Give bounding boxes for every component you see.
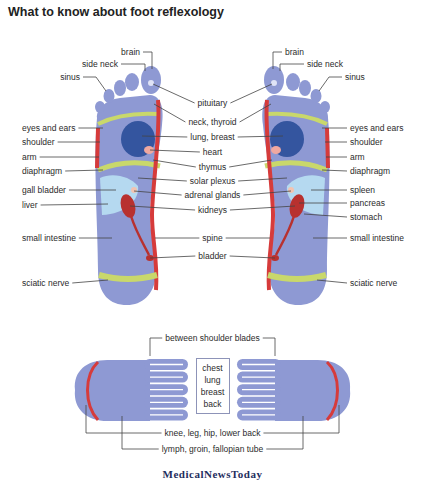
part-label: liver xyxy=(22,200,38,210)
part-label: small intestine xyxy=(22,233,76,243)
leader-line xyxy=(150,256,195,258)
part-label: sciatic nerve xyxy=(350,278,397,288)
leader-line xyxy=(325,142,347,143)
left-foot-top xyxy=(75,359,188,421)
leader-line xyxy=(79,238,112,239)
leader-line xyxy=(230,84,272,103)
part-label: shoulder xyxy=(350,137,383,147)
leader-line xyxy=(143,52,152,69)
part-label: arm xyxy=(22,152,37,162)
leader-line xyxy=(150,150,200,152)
part-label: sinus xyxy=(345,72,365,82)
leader-line xyxy=(326,157,347,158)
part-label: lung, breast xyxy=(190,132,234,142)
leader-line xyxy=(150,338,162,356)
part-label: eyes and ears xyxy=(22,123,75,133)
title: What to know about foot reflexology xyxy=(8,5,224,19)
part-label: adrenal glands xyxy=(185,190,241,200)
leader-line xyxy=(122,416,159,449)
part-label: eyes and ears xyxy=(350,123,403,133)
leader-line xyxy=(134,191,182,195)
part-label: neck, thyroid xyxy=(188,117,236,127)
part-label: shoulder xyxy=(22,137,55,147)
leader-line xyxy=(78,128,103,129)
right-sole xyxy=(262,66,330,305)
leader-line xyxy=(313,238,347,239)
leader-line xyxy=(317,280,347,283)
leader-line xyxy=(154,104,185,122)
part-label: diaphragm xyxy=(350,166,390,176)
leader-line xyxy=(230,206,295,210)
leader-line xyxy=(69,190,116,191)
part-label: small intestine xyxy=(350,233,404,243)
part-label: brain xyxy=(121,47,140,57)
part-label: spleen xyxy=(350,185,375,195)
leader-line xyxy=(41,204,108,205)
part-label: lymph, groin, fallopian tube xyxy=(162,444,264,454)
leader-line xyxy=(58,142,100,143)
leader-line xyxy=(238,178,287,181)
watermark: MedicalNewsToday xyxy=(163,468,263,481)
part-label: brain xyxy=(285,47,304,57)
part-label: side neck xyxy=(307,59,343,69)
leader-line xyxy=(153,160,196,167)
leader-line xyxy=(138,178,187,181)
toe-zone-box: chestlungbreastback xyxy=(196,358,230,414)
leader-line xyxy=(240,104,271,122)
part-label: side neck xyxy=(82,59,118,69)
leader-line xyxy=(280,64,304,71)
left-sole xyxy=(95,66,163,305)
part-label: sciatic nerve xyxy=(22,278,69,288)
zone-text: back xyxy=(201,398,225,410)
leader-line xyxy=(121,64,145,71)
part-label: stomach xyxy=(350,212,382,222)
part-label: heart xyxy=(203,147,222,157)
leader-line xyxy=(311,190,347,191)
leader-line xyxy=(65,170,103,171)
part-label: between shoulder blades xyxy=(165,333,260,343)
leader-line xyxy=(40,157,99,158)
leader-line xyxy=(273,52,282,69)
zone-text: lung xyxy=(201,374,225,386)
zone-text: breast xyxy=(201,386,225,398)
zone-text: chest xyxy=(201,362,225,374)
part-label: arm xyxy=(350,152,365,162)
leader-line xyxy=(263,338,275,356)
leader-line xyxy=(142,136,187,137)
part-label: bladder xyxy=(198,251,226,261)
leader-line xyxy=(263,405,339,433)
part-label: pituitary xyxy=(198,98,228,108)
leader-line xyxy=(155,238,199,239)
leader-line xyxy=(72,280,108,283)
leader-line xyxy=(229,160,272,167)
leader-line xyxy=(322,170,347,171)
leader-line xyxy=(319,77,342,91)
leader-line xyxy=(299,203,347,204)
part-label: spine xyxy=(202,233,222,243)
part-label: kidneys xyxy=(198,205,227,215)
part-label: pancreas xyxy=(350,198,385,208)
part-label: diaphragm xyxy=(22,166,62,176)
leader-line xyxy=(230,256,275,258)
part-label: sinus xyxy=(60,72,80,82)
part-label: gall bladder xyxy=(22,185,66,195)
part-label: solar plexus xyxy=(190,176,235,186)
leader-line xyxy=(238,136,283,137)
leader-line xyxy=(266,416,303,449)
right-foot-top xyxy=(237,359,350,421)
leader-line xyxy=(322,128,347,129)
leader-line xyxy=(243,191,291,195)
leader-line xyxy=(304,214,347,217)
leader-line xyxy=(130,206,195,210)
leader-line xyxy=(86,405,162,433)
part-label: knee, leg, hip, lower back xyxy=(165,428,261,438)
leader-line xyxy=(153,84,195,103)
part-label: thymus xyxy=(199,162,226,172)
leader-line xyxy=(83,77,106,91)
leader-line xyxy=(226,238,270,239)
